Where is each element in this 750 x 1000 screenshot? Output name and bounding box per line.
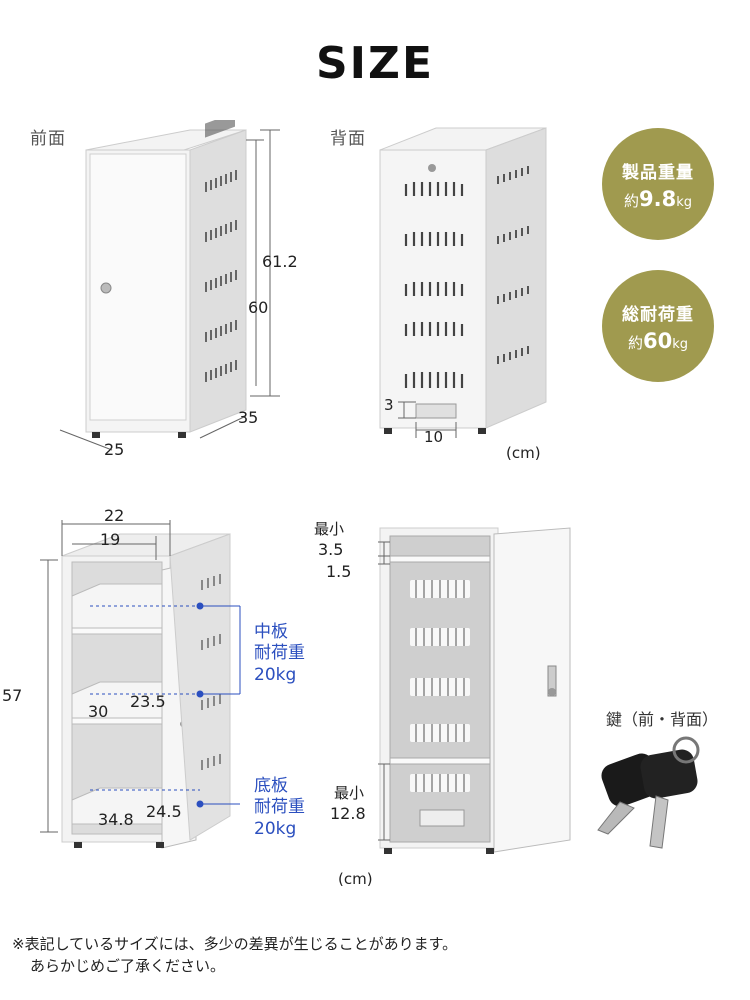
shelf-width-dim: 23.5 <box>130 692 166 711</box>
weight-badge-value-row: 約9.8kg <box>624 187 692 211</box>
size-disclaimer: ※表記しているサイズには、多少の差異が生じることがあります。 あらかじめご了承く… <box>12 934 457 978</box>
bottom-note-line3: 20kg <box>254 818 297 839</box>
bottom-min-label: 最小 <box>334 784 365 802</box>
weight-badge-label: 製品重量 <box>622 162 694 183</box>
back-gap-height-dim: 3 <box>384 396 394 414</box>
bottom-gap-dim: 12.8 <box>330 804 366 823</box>
front-height-outer-dim: 61.2 <box>262 252 298 271</box>
middle-shelf-load-note: 中板 耐荷重 20kg <box>254 622 305 686</box>
front-cabinet-illustration <box>59 120 280 451</box>
bottom-note-line1: 底板 <box>254 776 288 796</box>
interior-cabinet-illustration <box>40 520 241 849</box>
load-badge-value-row: 約60kg <box>628 329 688 353</box>
inner-width-dim: 19 <box>100 530 121 549</box>
shelf-thickness-dim: 1.5 <box>326 562 352 581</box>
middle-note-line1: 中板 <box>254 622 288 642</box>
back-unit-label: (cm) <box>506 444 541 462</box>
front-depth-dim: 35 <box>238 408 259 427</box>
back-view-label: 背面 <box>330 129 366 149</box>
bottom-note-line2: 耐荷重 <box>254 797 305 818</box>
load-value: 60 <box>643 328 673 353</box>
weight-prefix: 約 <box>624 191 640 210</box>
load-prefix: 約 <box>627 333 643 352</box>
page-title: SIZE <box>315 38 435 89</box>
inner-outer-width-dim: 22 <box>104 506 125 525</box>
open-front-cabinet-illustration <box>378 527 571 854</box>
front-height-body-dim: 60 <box>248 298 269 317</box>
bottom-width-dim: 24.5 <box>146 802 182 821</box>
load-badge-label: 総耐荷重 <box>622 304 694 325</box>
middle-note-line3: 20kg <box>254 664 297 685</box>
load-unit: kg <box>672 336 689 352</box>
front-width-dim: 25 <box>104 440 125 459</box>
load-badge: 総耐荷重 約60kg <box>602 270 714 382</box>
back-gap-width-dim: 10 <box>424 428 444 446</box>
middle-note-line2: 耐荷重 <box>254 643 305 664</box>
disclaimer-line1: ※表記しているサイズには、多少の差異が生じることがあります。 <box>12 934 457 956</box>
bottom-plate-load-note: 底板 耐荷重 20kg <box>254 776 305 840</box>
back-cabinet-illustration <box>379 127 547 438</box>
top-gap-dim: 3.5 <box>318 540 344 559</box>
keys-label: 鍵（前・背面） <box>606 710 719 729</box>
inner-height-dim: 57 <box>2 686 23 705</box>
weight-unit: kg <box>676 194 692 210</box>
keys-illustration <box>597 736 700 849</box>
shelf-depth-dim: 30 <box>88 702 109 721</box>
front-view-label: 前面 <box>30 129 66 149</box>
open-unit-label: (cm) <box>338 870 373 888</box>
top-min-label: 最小 <box>314 520 345 538</box>
bottom-depth-dim: 34.8 <box>98 810 134 829</box>
weight-badge: 製品重量 約9.8kg <box>602 128 714 240</box>
disclaimer-line1-text: ※表記しているサイズには、多少の差異が生じることがあります。 <box>12 935 458 953</box>
disclaimer-line2: あらかじめご了承ください。 <box>30 956 226 975</box>
weight-value: 9.8 <box>639 186 677 211</box>
